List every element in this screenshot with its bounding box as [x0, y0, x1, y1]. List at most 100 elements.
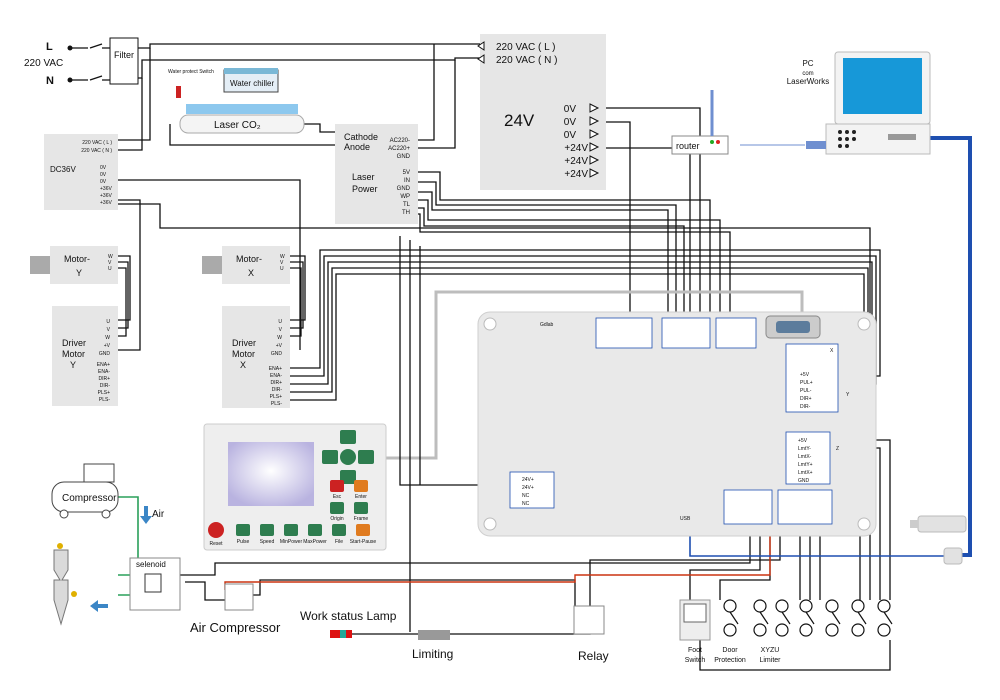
driver-y-cpin-4: PLS+	[98, 390, 110, 396]
driver-y-cpin-5: PLS-	[99, 397, 110, 403]
lp-ctrl-pin-4: TL	[403, 202, 411, 208]
dc36v-supply: DC36V 220 VAC ( L ) 220 VAC ( N ) 0V 0V …	[44, 134, 118, 210]
driver-y-cpin-2: DIR+	[98, 376, 110, 382]
lp-ctrl-pin-5: TH	[402, 210, 410, 216]
psu-24v-body	[480, 34, 606, 190]
motor-y-pin-2: U	[108, 266, 112, 272]
laser-tube-label: Laser CO₂	[214, 120, 261, 131]
chiller-top	[224, 68, 278, 74]
driver-x-cpin-1: ENA-	[270, 373, 282, 379]
psu-out-4: +24V	[564, 156, 588, 167]
controller-brand: Gdlab	[540, 322, 554, 328]
pc-label-line1: PC	[802, 59, 813, 68]
file-label: File	[335, 539, 343, 545]
motor-x-shaft-icon	[202, 256, 222, 274]
driver-y-mpin-1: V	[107, 327, 111, 333]
mains-n-label: N	[46, 75, 54, 87]
driver-y-cpin-0: ENA+	[97, 362, 110, 368]
air-compressor-label: Air Compressor	[190, 620, 281, 635]
lp-ac-pin-1: AC220+	[388, 146, 410, 152]
driver-y-mpin-2: W	[105, 335, 110, 341]
power-pin-0: 24V+	[522, 477, 534, 483]
minpower-label: MinPower	[280, 539, 303, 545]
compressor-label: Compressor	[62, 493, 117, 504]
lamp-label: Work status Lamp	[300, 609, 397, 623]
motor-y: Motor- Y W V U	[30, 246, 118, 284]
limit-pin-3: LmtY+	[798, 462, 813, 468]
limit-pin-5: GND	[798, 478, 810, 484]
psu-out-5: +24V	[564, 169, 588, 180]
tube-water-jacket	[186, 104, 298, 114]
motor-x-label: Motor-	[236, 254, 262, 264]
db9-socket	[776, 321, 810, 333]
lp-ctrl-pin-1: IN	[404, 178, 410, 184]
connector-cn1	[595, 317, 653, 349]
power-pin-3: NC	[522, 501, 530, 507]
panel-keys: Esc Enter Origin Frame	[330, 480, 368, 522]
laser-power-title-1: Laser	[352, 172, 375, 182]
solenoid-label: selenoid	[136, 560, 166, 569]
cathode-label: Cathode	[344, 132, 378, 142]
xyz-pin-2: PUL-	[800, 388, 812, 394]
connector-cn5	[777, 489, 833, 525]
dc36-pin-4: +36V	[100, 193, 112, 199]
dc36-pin-1: 0V	[100, 172, 107, 178]
compressor-group: Compressor Air selenoid Air Compressor	[51, 463, 281, 635]
motor-y-label: Motor-	[64, 254, 90, 264]
driver-x-mpin-0: U	[278, 319, 282, 325]
filter-label: Filter	[114, 50, 134, 60]
dc36-pin-0: 0V	[100, 165, 107, 171]
foot-switch-label-1: Foot	[688, 647, 702, 654]
xyz-pin-3: DIR+	[800, 396, 812, 402]
rj45-plug-icon	[806, 141, 826, 149]
air-compressor-relay-icon	[224, 583, 254, 611]
limit-input-block	[785, 431, 831, 485]
driver-x-cpin-4: PLS+	[270, 394, 282, 400]
water-protect-switch-icon	[176, 86, 181, 98]
limit-pin-4: LmtX+	[798, 470, 813, 476]
psu-out-1: 0V	[564, 117, 577, 128]
laser-tube-body	[179, 114, 305, 134]
lamp-red2-icon	[346, 630, 352, 638]
pc-drive	[888, 134, 916, 140]
speed-label: Speed	[260, 539, 275, 545]
pc-screen	[843, 58, 922, 114]
enter-key-rect	[354, 480, 368, 492]
switch-row: Foot Switch Door Protection XYZU Limiter	[679, 599, 893, 664]
driver-y-mpin-4: GND	[99, 351, 111, 357]
door-label-1: Door	[722, 647, 738, 654]
driver-x-mpin-1: V	[279, 327, 283, 333]
water-chiller-label: Water chiller	[230, 79, 274, 88]
compressor-tank	[51, 481, 119, 513]
mains-voltage-label: 220 VAC	[24, 58, 63, 69]
foot-switch-label-2: Switch	[685, 657, 706, 664]
xyz-pin-0: +5V	[800, 372, 810, 378]
pc-label-line3: LaserWorks	[787, 77, 830, 86]
frame-key-label: Frame	[354, 516, 369, 522]
pulse-button-shape	[236, 524, 250, 536]
xyz-output-block	[785, 343, 839, 413]
driver-x-title-2: Motor	[232, 349, 255, 359]
limiting-label: Limiting	[412, 647, 453, 661]
panel-lcd	[228, 442, 314, 506]
laser-power-title-2: Power	[352, 184, 378, 194]
driver-x: Driver Motor X U V W +V GND ENA+ ENA- DI…	[222, 306, 290, 408]
xyzu-label-2: Limiter	[759, 657, 781, 664]
driver-x-title-3: X	[240, 360, 246, 370]
usb-label: USB	[680, 516, 691, 522]
xyz-pin-4: DIR-	[800, 404, 811, 410]
psu-title: 24V	[504, 111, 535, 130]
driver-y-title-2: Motor	[62, 349, 85, 359]
dc36v-body	[44, 134, 118, 210]
controller-body	[477, 311, 877, 537]
dc36-pin-2: 0V	[100, 179, 107, 185]
driver-x-cpin-5: PLS-	[271, 401, 282, 407]
air-left-arrow-icon	[90, 600, 108, 612]
psu-input-l: 220 VAC ( L )	[496, 42, 555, 53]
esc-key-rect	[330, 480, 344, 492]
laser-power: Cathode Anode Laser Power AC220- AC220+ …	[335, 124, 418, 224]
psu-out-2: 0V	[564, 130, 577, 141]
lamp-red-icon	[330, 630, 340, 638]
reset-button-shape	[208, 522, 224, 538]
